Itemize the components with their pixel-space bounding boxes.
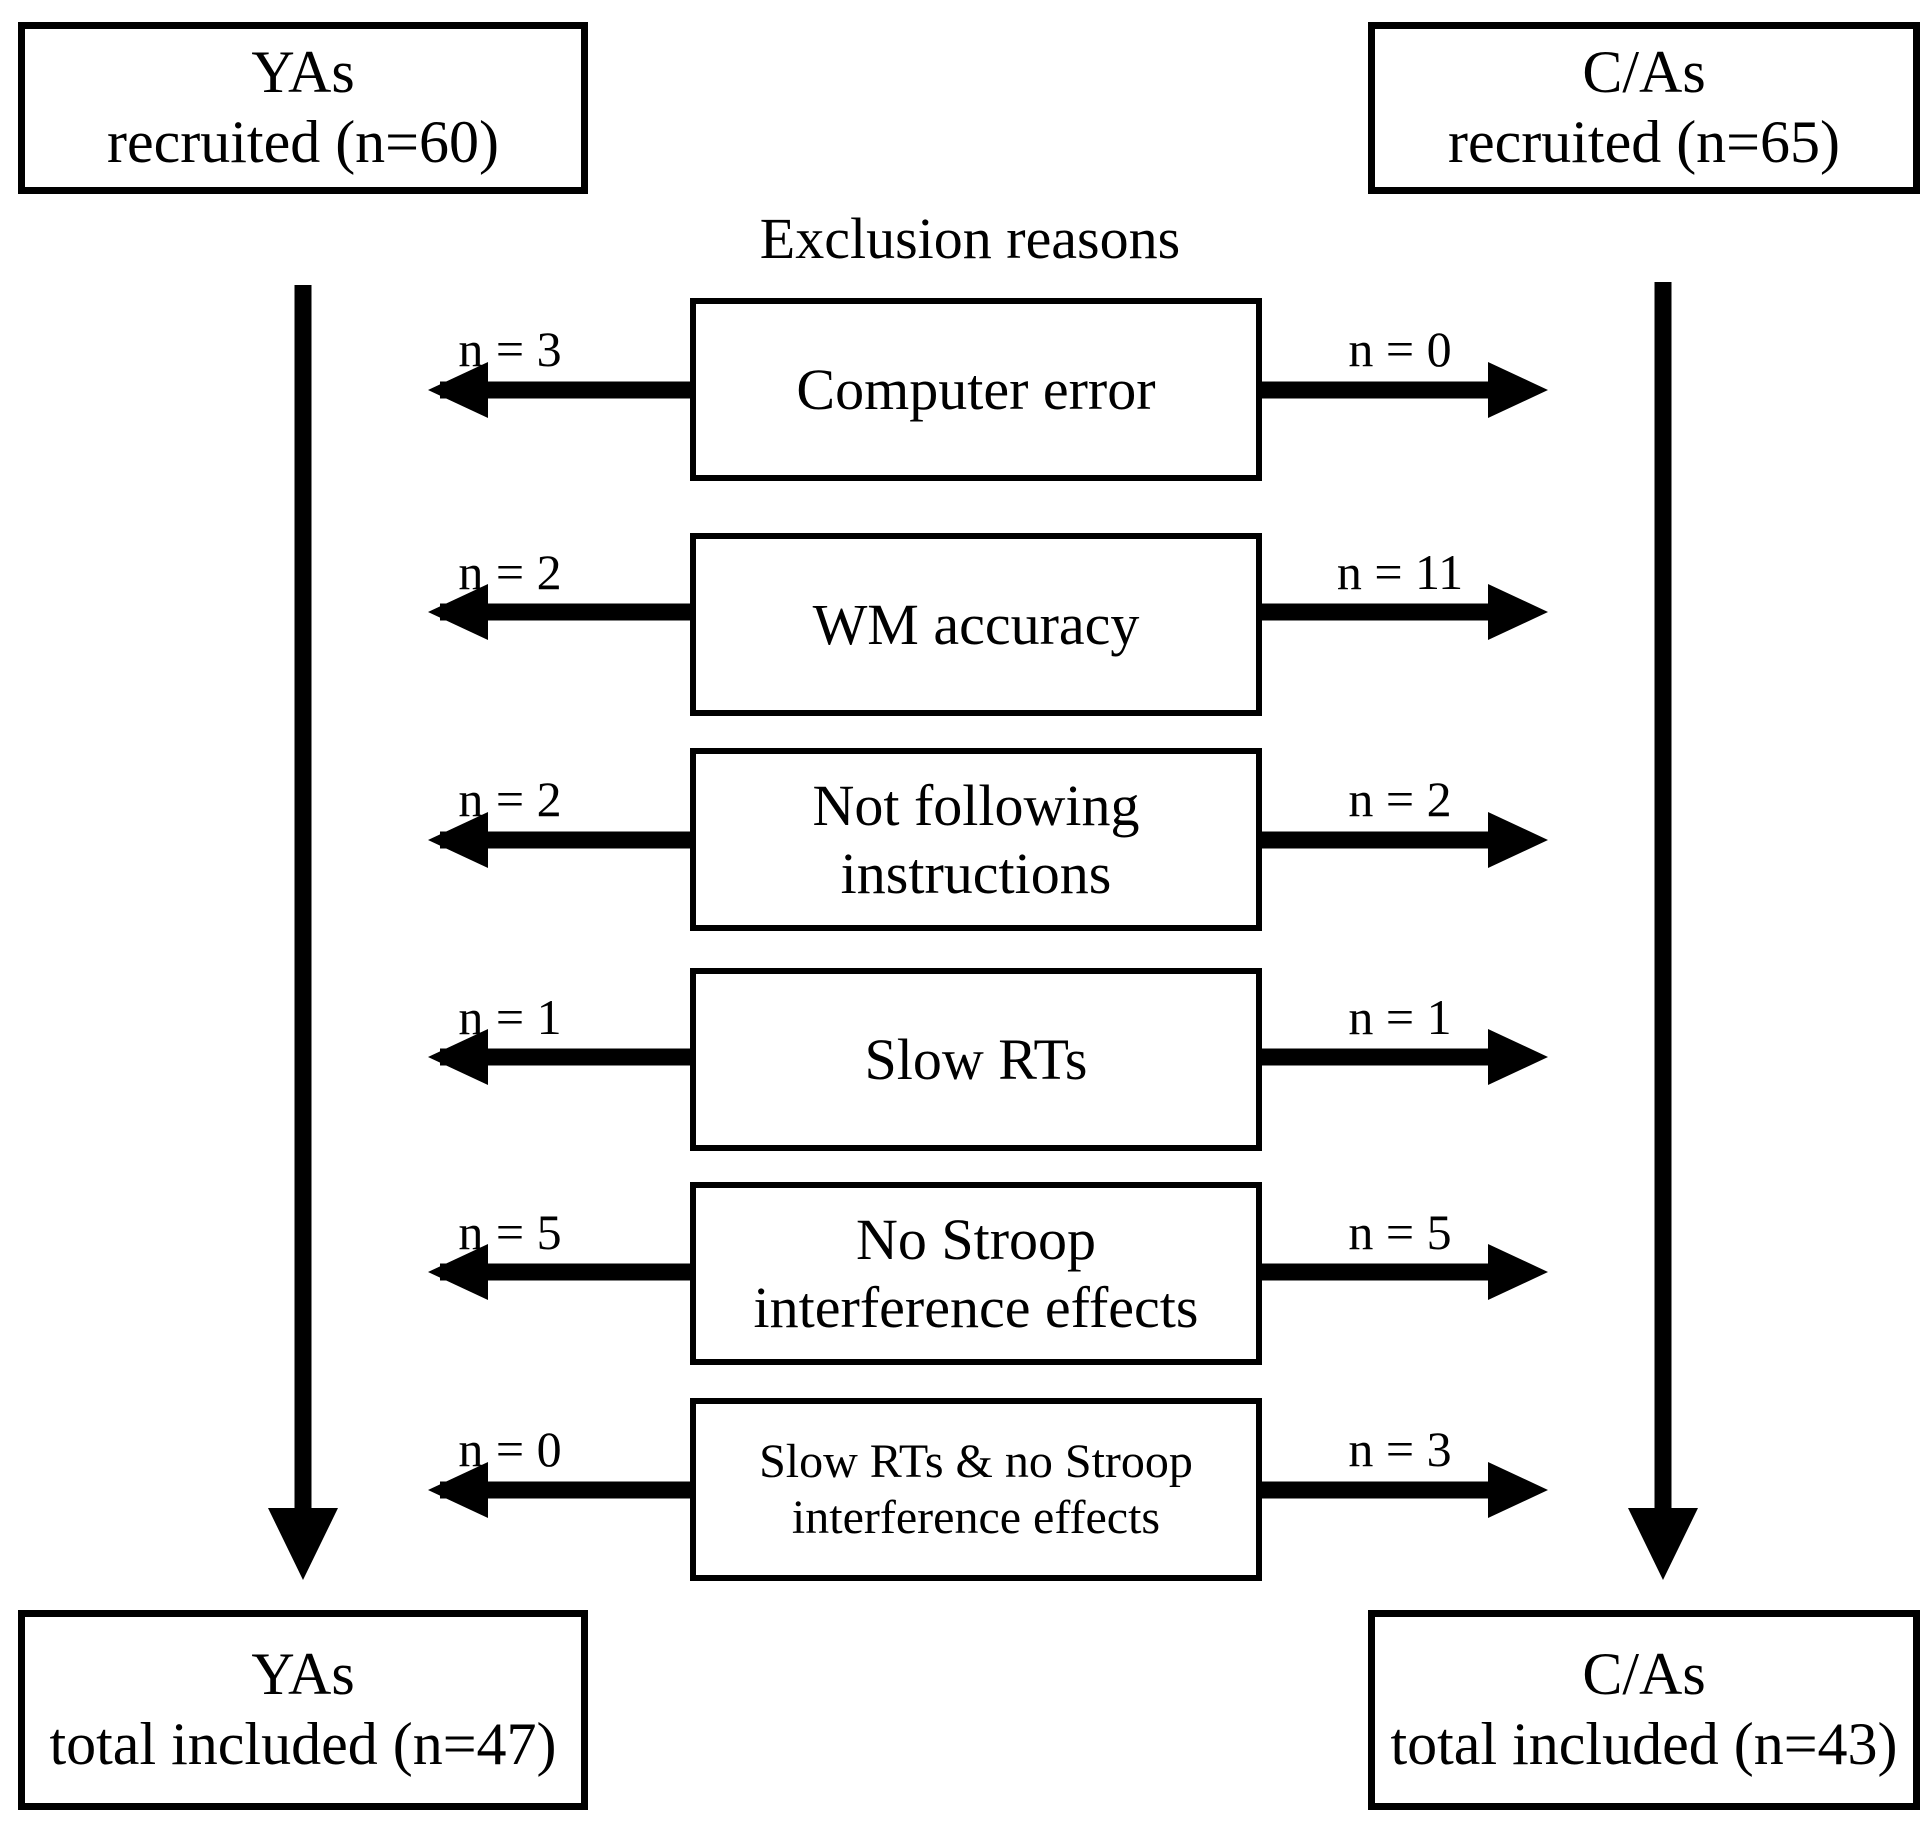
edge-label-right-2: n = 11 (1336, 544, 1464, 600)
reason-box-6-line1: Slow RTs & no Stroop (759, 1434, 1193, 1488)
reason-box-4-line1: Slow RTs (864, 1026, 1088, 1092)
edge-label-right-3: n = 2 (1348, 771, 1452, 827)
box-yas-included-line1: YAs (251, 1641, 355, 1708)
reason-box-5-line2: interference effects (753, 1274, 1199, 1340)
reason-box-2-line1: WM accuracy (812, 591, 1140, 657)
reason-box-1-line1: Computer error (796, 356, 1156, 422)
reason-box-3-line2: instructions (840, 840, 1112, 906)
edge-label-left-2: n = 2 (458, 544, 562, 600)
exclusion-reasons-title: Exclusion reasons (759, 206, 1181, 271)
reason-box-5-line1: No Stroop (855, 1207, 1097, 1273)
edge-label-right-1: n = 0 (1348, 321, 1452, 377)
reason-box-1: Computer error (690, 298, 1262, 481)
box-yas-recruited: YAs recruited (n=60) (18, 22, 588, 194)
reason-box-6: Slow RTs & no Stroop interference effect… (690, 1398, 1262, 1581)
spine-right-arrow (1628, 282, 1698, 1580)
edge-label-left-5: n = 5 (458, 1204, 562, 1260)
box-cas-recruited: C/As recruited (n=65) (1368, 22, 1920, 194)
edge-label-right-4: n = 1 (1348, 989, 1452, 1045)
edge-label-left-4: n = 1 (458, 989, 562, 1045)
reason-box-4: Slow RTs (690, 968, 1262, 1151)
box-yas-recruited-line2: recruited (n=60) (107, 109, 499, 175)
box-cas-included-line1: C/As (1582, 1641, 1706, 1708)
edge-label-right-5: n = 5 (1348, 1204, 1452, 1260)
spine-left-arrow (268, 285, 338, 1580)
reason-box-3: Not following instructions (690, 748, 1262, 931)
reason-box-3-line1: Not following (812, 773, 1140, 839)
box-cas-included: C/As total included (n=43) (1368, 1610, 1920, 1810)
edge-label-left-3: n = 2 (458, 771, 562, 827)
box-cas-included-line2: total included (n=43) (1390, 1711, 1898, 1777)
edge-label-right-6: n = 3 (1348, 1421, 1452, 1477)
reason-box-2: WM accuracy (690, 533, 1262, 716)
edge-label-left-6: n = 0 (458, 1421, 562, 1477)
box-cas-recruited-line2: recruited (n=65) (1448, 109, 1840, 175)
reason-box-6-line2: interference effects (791, 1490, 1161, 1544)
box-cas-recruited-line1: C/As (1582, 39, 1706, 106)
box-yas-included: YAs total included (n=47) (18, 1610, 588, 1810)
edge-label-left-1: n = 3 (458, 321, 562, 377)
reason-box-5: No Stroop interference effects (690, 1182, 1262, 1365)
box-yas-recruited-line1: YAs (251, 39, 355, 106)
box-yas-included-line2: total included (n=47) (49, 1711, 557, 1777)
